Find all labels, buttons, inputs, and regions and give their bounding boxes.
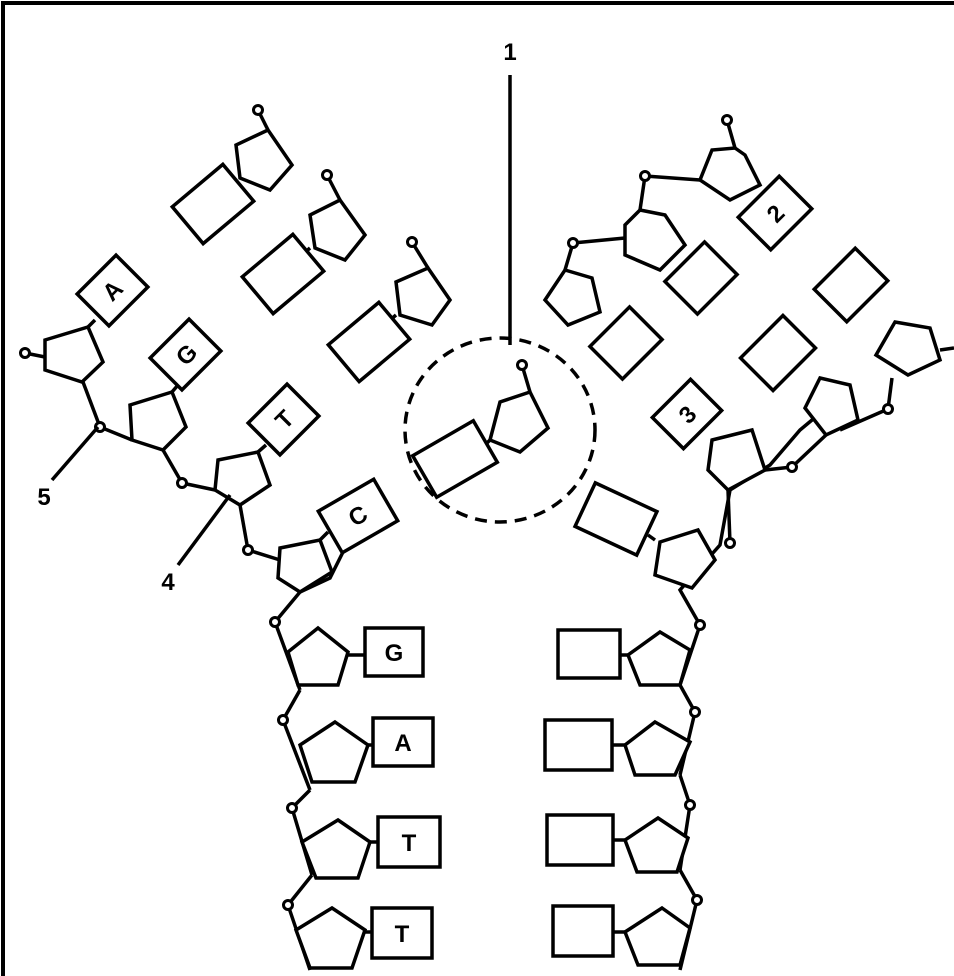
parent-nucleotide-right-3 [547,815,688,872]
phosphate-dots-left-fork [21,349,253,555]
right-fork-nucleotide-d [814,248,954,375]
callout-1-group: 1 [503,39,516,345]
free-nucleotide-1 [172,106,292,244]
base-label: G [385,640,404,667]
base-box [413,421,498,498]
left-fork-nucleotide-A: A [45,255,148,382]
right-fork-nucleotide-f [575,483,734,588]
parent-nucleotide-left-2: A [300,718,433,782]
base-label: T [395,921,410,948]
free-nucleotide-2 [242,171,365,314]
diagram-border [3,3,954,976]
base-box [741,316,816,391]
callout-4: 4 [161,569,175,596]
base-box [590,307,662,379]
left-fork-nucleotide-C: C [278,479,398,592]
parent-nucleotide-right-1 [558,630,690,685]
right-fork-nucleotide-3: 3 [652,379,796,490]
right-parent-backbone [680,405,830,970]
base-box [814,248,888,322]
parent-nucleotide-left-4: T [296,908,432,968]
base-box [558,630,620,678]
callout-5-group: 5 [37,427,98,511]
parent-nucleotide-right-2 [545,720,690,775]
circled-free-nucleotide [405,338,595,522]
left-fork-nucleotide-G: G [130,319,221,450]
base-box [553,906,613,956]
parent-nucleotide-right-4 [553,906,690,965]
parent-nucleotide-left-1: G [288,628,423,685]
base-box [547,815,613,865]
base-box [242,234,323,313]
base-box [545,720,612,770]
parent-nucleotide-left-3: T [302,817,440,878]
base-label: T [402,830,417,857]
base-box [328,302,409,381]
base-label: A [394,730,411,757]
base-box [575,483,657,555]
right-fork-nucleotide-2: 2 [700,116,812,250]
callout-4-group: 4 [161,495,230,596]
callout-5: 5 [37,484,50,511]
callout-1: 1 [503,39,516,66]
left-fork-nucleotide-T: T [215,384,319,505]
